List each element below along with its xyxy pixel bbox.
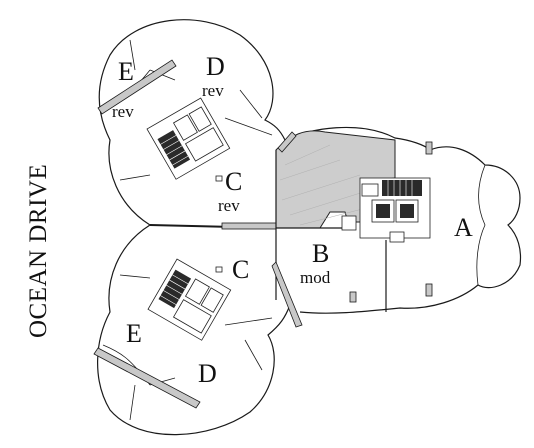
- unit-B-sub: mod: [300, 268, 331, 287]
- unit-A-letter: A: [454, 213, 473, 242]
- building-outline: [97, 19, 522, 436]
- unit-D-lower-letter: D: [198, 359, 217, 388]
- street-label: OCEAN DRIVE: [25, 164, 52, 338]
- core-right: [341, 177, 431, 243]
- core-upper-left: [146, 97, 231, 180]
- unit-labels: E rev D rev C rev C B mod A E D: [112, 52, 473, 388]
- unit-B-letter: B: [312, 239, 329, 268]
- marker-c-upper: [215, 175, 223, 182]
- unit-E-upper-letter: E: [118, 57, 134, 86]
- unit-C-upper-sub: rev: [218, 196, 240, 215]
- interior-walls: [93, 39, 433, 421]
- unit-C-upper-letter: C: [225, 167, 242, 196]
- marker-c-lower: [215, 266, 223, 273]
- unit-D-upper-letter: D: [206, 52, 225, 81]
- unit-E-lower-letter: E: [126, 319, 142, 348]
- core-lower-left: [147, 258, 232, 341]
- unit-E-upper-sub: rev: [112, 102, 134, 121]
- unit-D-upper-sub: rev: [202, 81, 224, 100]
- unit-C-lower-letter: C: [232, 255, 249, 284]
